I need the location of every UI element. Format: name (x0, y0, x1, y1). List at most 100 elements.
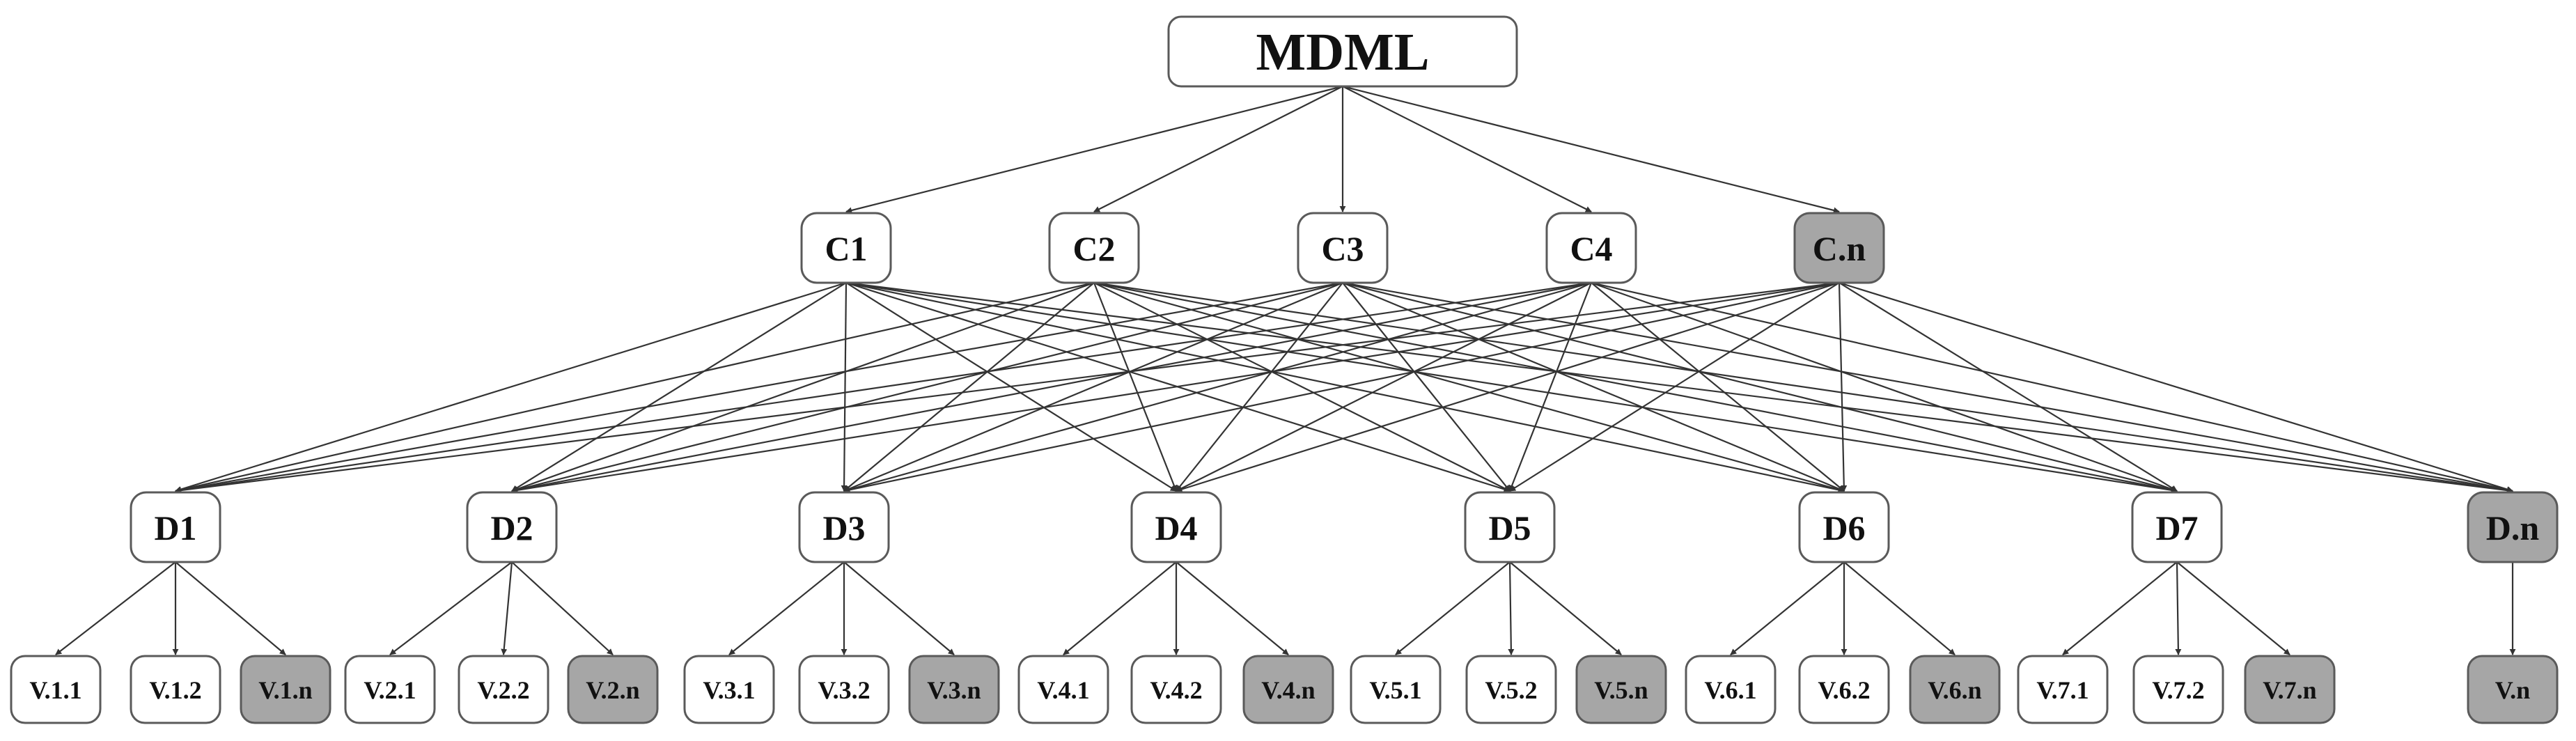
variable-box (1130, 655, 1222, 724)
variable-node-v-3-1: V.3.1 (683, 655, 775, 724)
variable-node-v-n: V.n (2467, 655, 2559, 724)
edge-c-n-to-d1 (175, 281, 1840, 494)
dimension-label: D6 (1822, 508, 1865, 547)
variable-node-v-1-n: V.1.n (240, 655, 331, 724)
dimension-box (1798, 491, 1890, 563)
edge-d4-to-v-4-n (1176, 561, 1289, 655)
edge-c3-to-d2 (511, 281, 1343, 493)
edge-root-to-c4 (1342, 86, 1592, 212)
dimension-node-d7: D7 (2131, 491, 2223, 563)
criterion-box (1297, 212, 1389, 284)
edge-c-n-to-d2 (511, 281, 1840, 494)
variable-box (683, 655, 775, 724)
edge-d5-to-v-5-2 (1508, 561, 1515, 655)
criterion-label: C2 (1072, 229, 1115, 268)
variable-node-v-3-n: V.3.n (908, 655, 1000, 724)
edge-d2-to-v-2-n (511, 561, 614, 655)
dimension-box (798, 491, 890, 563)
variable-box (1242, 655, 1334, 724)
edge-c-n-to-d5 (1509, 282, 1840, 492)
variable-box (2132, 655, 2224, 724)
edge-c3-to-d4 (1176, 282, 1343, 492)
edge-d2-to-v-2-1 (389, 561, 513, 655)
variable-label: V.n (2495, 676, 2530, 704)
edge-d7-to-v-7-2 (2175, 561, 2182, 655)
variable-label: V.4.n (1261, 676, 1315, 704)
variable-label: V.7.1 (2036, 676, 2089, 704)
edge-d6-to-v-6-1 (1730, 561, 1845, 655)
variable-node-v-2-n: V.2.n (567, 655, 659, 724)
edge-c4-to-d4 (1176, 282, 1592, 492)
edge-d7-to-v-7-n (2176, 561, 2290, 655)
variable-box (2244, 655, 2336, 724)
criterion-label: C4 (1570, 229, 1612, 268)
edge-c2-to-d6 (1093, 281, 1845, 493)
variable-box (798, 655, 890, 724)
variable-label: V.5.2 (1485, 676, 1537, 704)
edge-c3-to-d5 (1342, 282, 1511, 492)
edge-c1-to-d2 (511, 282, 847, 492)
dimension-node-d5: D5 (1464, 491, 1556, 563)
edge-d6-to-v-6-n (1843, 561, 1956, 655)
variable-node-v-7-1: V.7.1 (2017, 655, 2109, 724)
variable-node-v-6-n: V.6.n (1909, 655, 2001, 724)
edge-c4-to-d3 (843, 281, 1592, 493)
variable-label: V.4.1 (1037, 676, 1089, 704)
variable-box (1909, 655, 2001, 724)
dimension-node-d4: D4 (1130, 491, 1222, 563)
variable-label: V.5.1 (1369, 676, 1421, 704)
dimension-box (2131, 491, 2223, 563)
variable-label: V.7.n (2263, 676, 2316, 704)
variable-node-v-4-n: V.4.n (1242, 655, 1334, 724)
edge-c3-to-d-n (1342, 281, 2513, 494)
variable-label: V.6.n (1928, 676, 1981, 704)
variable-label: V.1.2 (149, 676, 201, 704)
edge-c4-to-d2 (511, 281, 1592, 493)
edge-d2-to-v-2-2 (501, 561, 513, 655)
criterion-box (1793, 212, 1885, 284)
variable-label: V.7.2 (2152, 676, 2204, 704)
edge-d3-to-v-3-1 (728, 561, 845, 655)
variable-label: V.3.1 (703, 676, 755, 704)
dimension-label: D4 (1155, 508, 1197, 547)
criterion-node-c3: C3 (1297, 212, 1389, 284)
variable-box (1465, 655, 1557, 724)
edge-d1-to-v-1-n (175, 561, 286, 655)
criterion-box (1048, 212, 1140, 284)
dimension-node-d3: D3 (798, 491, 890, 563)
dimension-box (1464, 491, 1556, 563)
edge-d4-to-v-4-1 (1063, 561, 1177, 655)
edge-c2-to-d5 (1093, 282, 1511, 492)
root-box (1167, 15, 1518, 88)
dimension-node-d-n: D.n (2467, 491, 2559, 563)
edge-d7-to-v-7-1 (2062, 561, 2178, 655)
variable-label: V.1.1 (29, 676, 81, 704)
criterion-label: C3 (1321, 229, 1364, 268)
variable-node-v-6-1: V.6.1 (1685, 655, 1777, 724)
variable-box (1798, 655, 1890, 724)
variable-box (1575, 655, 1667, 724)
edge-c4-to-d1 (175, 281, 1592, 494)
variable-box (908, 655, 1000, 724)
variable-box (2467, 655, 2559, 724)
dimension-label: D3 (822, 508, 865, 547)
variable-box (1350, 655, 1442, 724)
variable-box (344, 655, 436, 724)
criterion-label: C.n (1813, 229, 1866, 268)
variable-box (458, 655, 549, 724)
edge-c2-to-d7 (1093, 281, 2178, 493)
dimension-label: D2 (490, 508, 533, 547)
edge-c1-to-d1 (175, 281, 847, 492)
dimension-box (2467, 491, 2559, 563)
root-node-mdml: MDML (1167, 15, 1518, 88)
edge-d5-to-v-5-1 (1395, 561, 1511, 655)
root-label: MDML (1256, 23, 1429, 81)
variable-node-v-7-2: V.7.2 (2132, 655, 2224, 724)
edge-c3-to-d3 (843, 281, 1343, 492)
criterion-node-c4: C4 (1545, 212, 1637, 284)
variable-node-v-5-1: V.5.1 (1350, 655, 1442, 724)
dimension-label: D5 (1488, 508, 1531, 547)
edge-root-to-c2 (1093, 86, 1343, 212)
